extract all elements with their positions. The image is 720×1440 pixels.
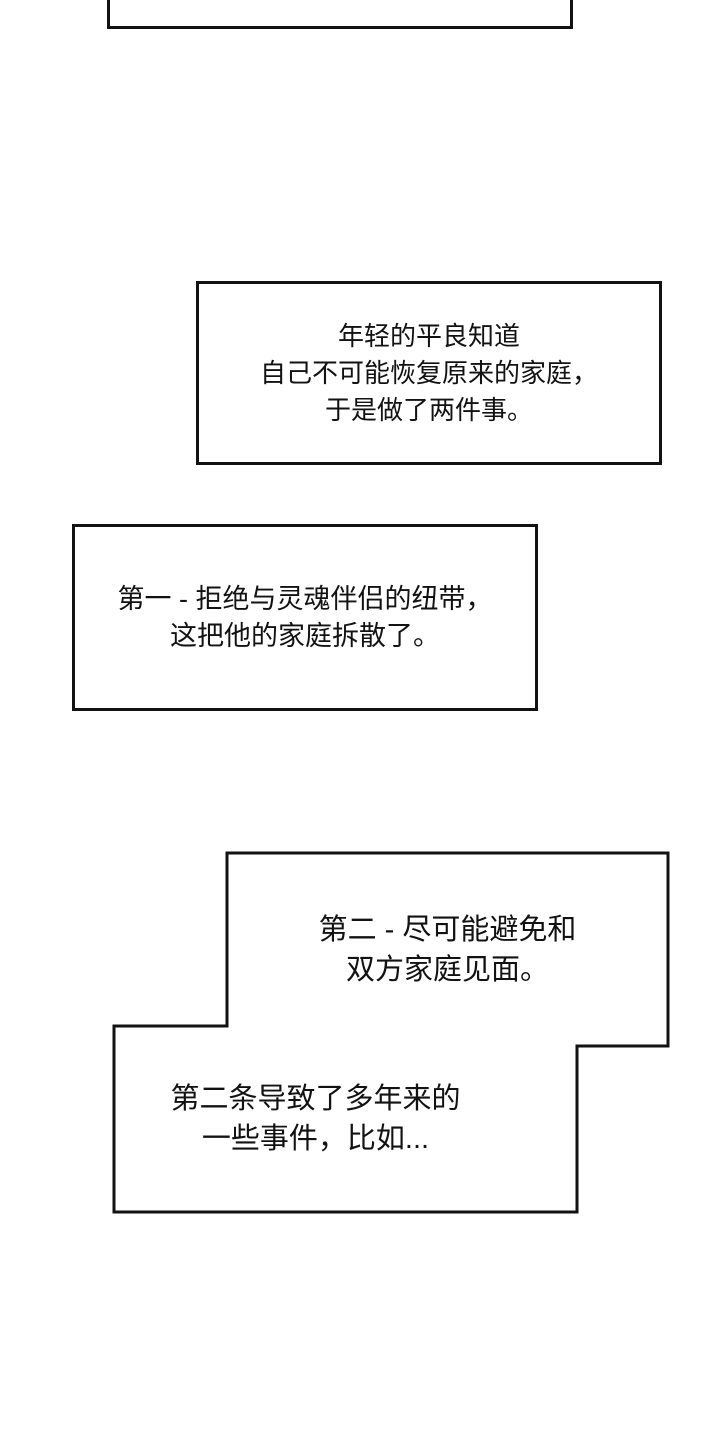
narration-box-1 [196, 281, 662, 465]
narration-box-3-outline [112, 851, 670, 1214]
narration-text-1: 年轻的平良知道 自己不可能恢复原来的家庭， 于是做了两件事。 [196, 281, 662, 465]
narration-text-2: 第一 - 拒绝与灵魂伴侣的纽带， 这把他的家庭拆散了。 [72, 524, 538, 711]
dialogue-line: 这把他的家庭拆散了。 [170, 620, 440, 651]
dialogue-line: 年轻的平良知道 [337, 320, 520, 351]
dialogue-line: 第一 - 拒绝与灵魂伴侣的纽带， [117, 583, 493, 614]
dialogue-line: 自己不可能恢复原来的家庭， [259, 357, 598, 388]
dialogue-line: 第二条导致了多年来的 [170, 1083, 461, 1115]
dialogue-line: 双方家庭见面。 [345, 953, 549, 986]
narration-box-3-stepped [112, 851, 670, 1214]
dialogue-line: 于是做了两件事。 [324, 394, 533, 425]
narration-text-3-lower: 第二条导致了多年来的 一些事件，比如... [114, 1026, 577, 1212]
narration-box-partial [107, 0, 573, 29]
narration-box-2 [72, 524, 538, 711]
dialogue-line: 一些事件，比如... [201, 1123, 430, 1155]
narration-text-3-upper: 第二 - 尽可能避免和 双方家庭见面。 [227, 853, 668, 1046]
dialogue-line: 第二 - 尽可能避免和 [318, 913, 577, 946]
